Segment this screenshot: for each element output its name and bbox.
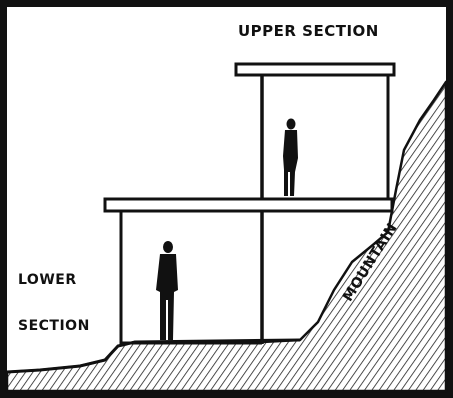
upper-section-label: UPPER SECTION — [238, 22, 379, 40]
person-upper — [283, 118, 298, 196]
person-lower — [156, 241, 178, 340]
middle-slab — [103, 197, 394, 213]
lower-section-label-line2: SECTION — [18, 318, 90, 334]
roof-slab — [234, 62, 396, 77]
lower-section-label-line1: LOWER — [18, 272, 77, 288]
